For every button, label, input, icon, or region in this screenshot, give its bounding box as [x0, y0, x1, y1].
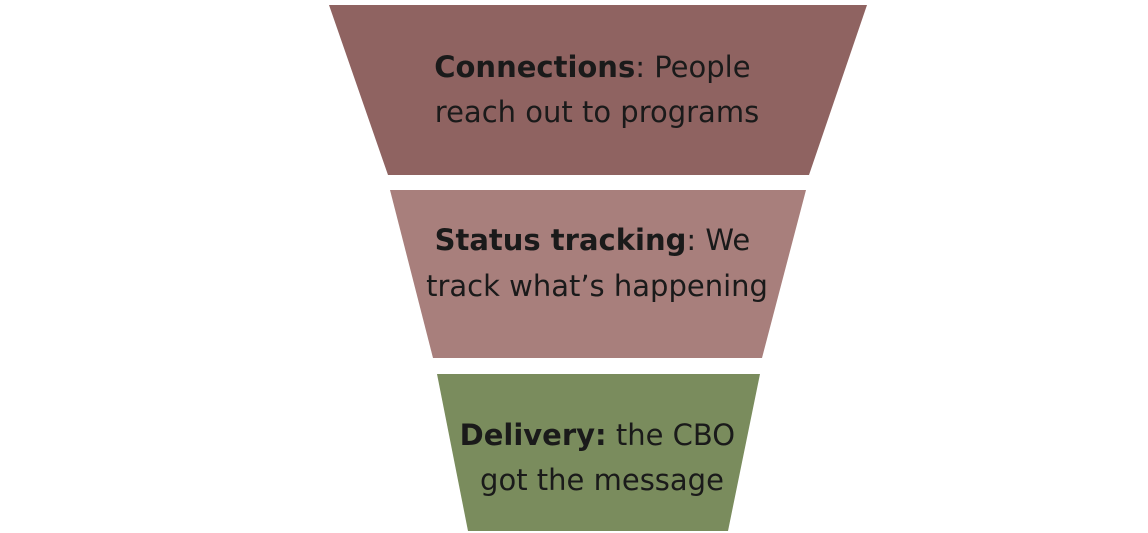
stage-label-bold-segment: Status tracking [435, 223, 687, 257]
stage-label-status-tracking: Status tracking: We track what’s happeni… [426, 223, 768, 303]
stage-label-line: got the message [480, 463, 724, 497]
stage-shape-status-tracking [390, 190, 806, 358]
stage-label-segment: track what’s happening [426, 269, 768, 303]
funnel-stage-status-tracking: Status tracking: We track what’s happeni… [390, 190, 806, 358]
stage-label-segment: : We [686, 223, 750, 257]
stage-label-segment: reach out to programs [435, 95, 759, 129]
stage-label-bold-segment: Connections [434, 50, 635, 84]
stage-label-delivery: Delivery: the CBO got the message [460, 418, 745, 497]
stage-shape-connections [329, 5, 867, 175]
stage-label-line: reach out to programs [435, 95, 759, 129]
stage-label-line: Status tracking: We [435, 223, 751, 257]
funnel-stage-delivery: Delivery: the CBO got the message [437, 374, 760, 531]
stage-label-segment: got the message [480, 463, 724, 497]
stage-shape-delivery [437, 374, 760, 531]
stage-label-connections: Connections: People reach out to program… [434, 50, 760, 129]
funnel-stage-connections: Connections: People reach out to program… [329, 5, 867, 175]
stage-label-segment: the CBO [607, 418, 736, 452]
stage-label-line: track what’s happening [426, 269, 768, 303]
stage-label-line: Connections: People [434, 50, 750, 84]
stage-label-bold-segment: Delivery: [460, 418, 607, 452]
stage-label-line: Delivery: the CBO [460, 418, 736, 452]
stage-label-segment: : People [635, 50, 750, 84]
